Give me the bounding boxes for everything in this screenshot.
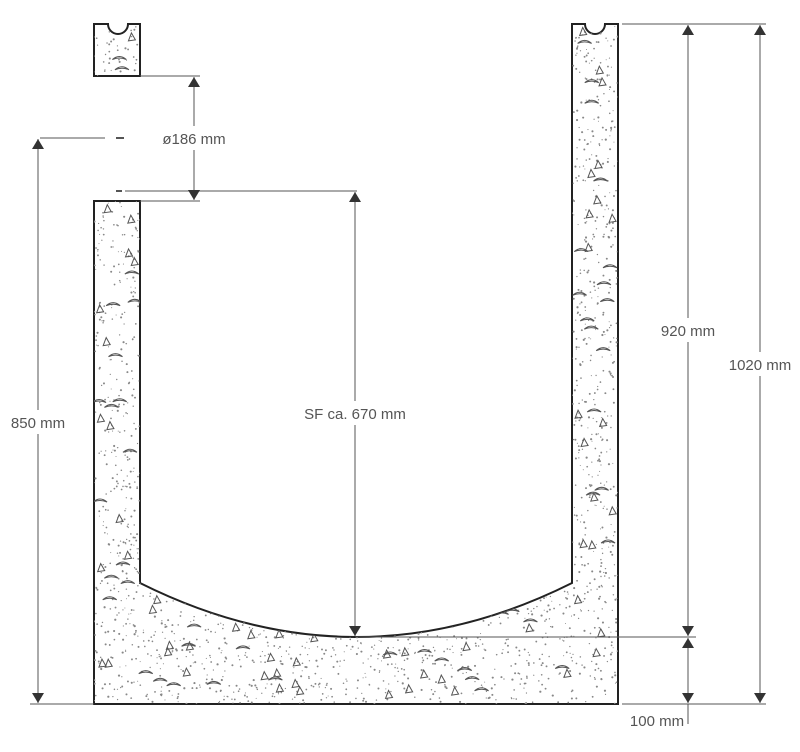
extension-lines: [30, 23, 766, 705]
inner-height-label: 920 mm: [661, 323, 715, 340]
u-channel-body: [93, 23, 619, 705]
diameter-label: ø186 mm: [162, 131, 225, 148]
left-height-label: 850 mm: [11, 415, 65, 432]
total-height-label: 1020 mm: [729, 357, 792, 374]
base-thickness-label: 100 mm: [630, 713, 684, 730]
flow-depth-label: SF ca. 670 mm: [304, 406, 406, 423]
